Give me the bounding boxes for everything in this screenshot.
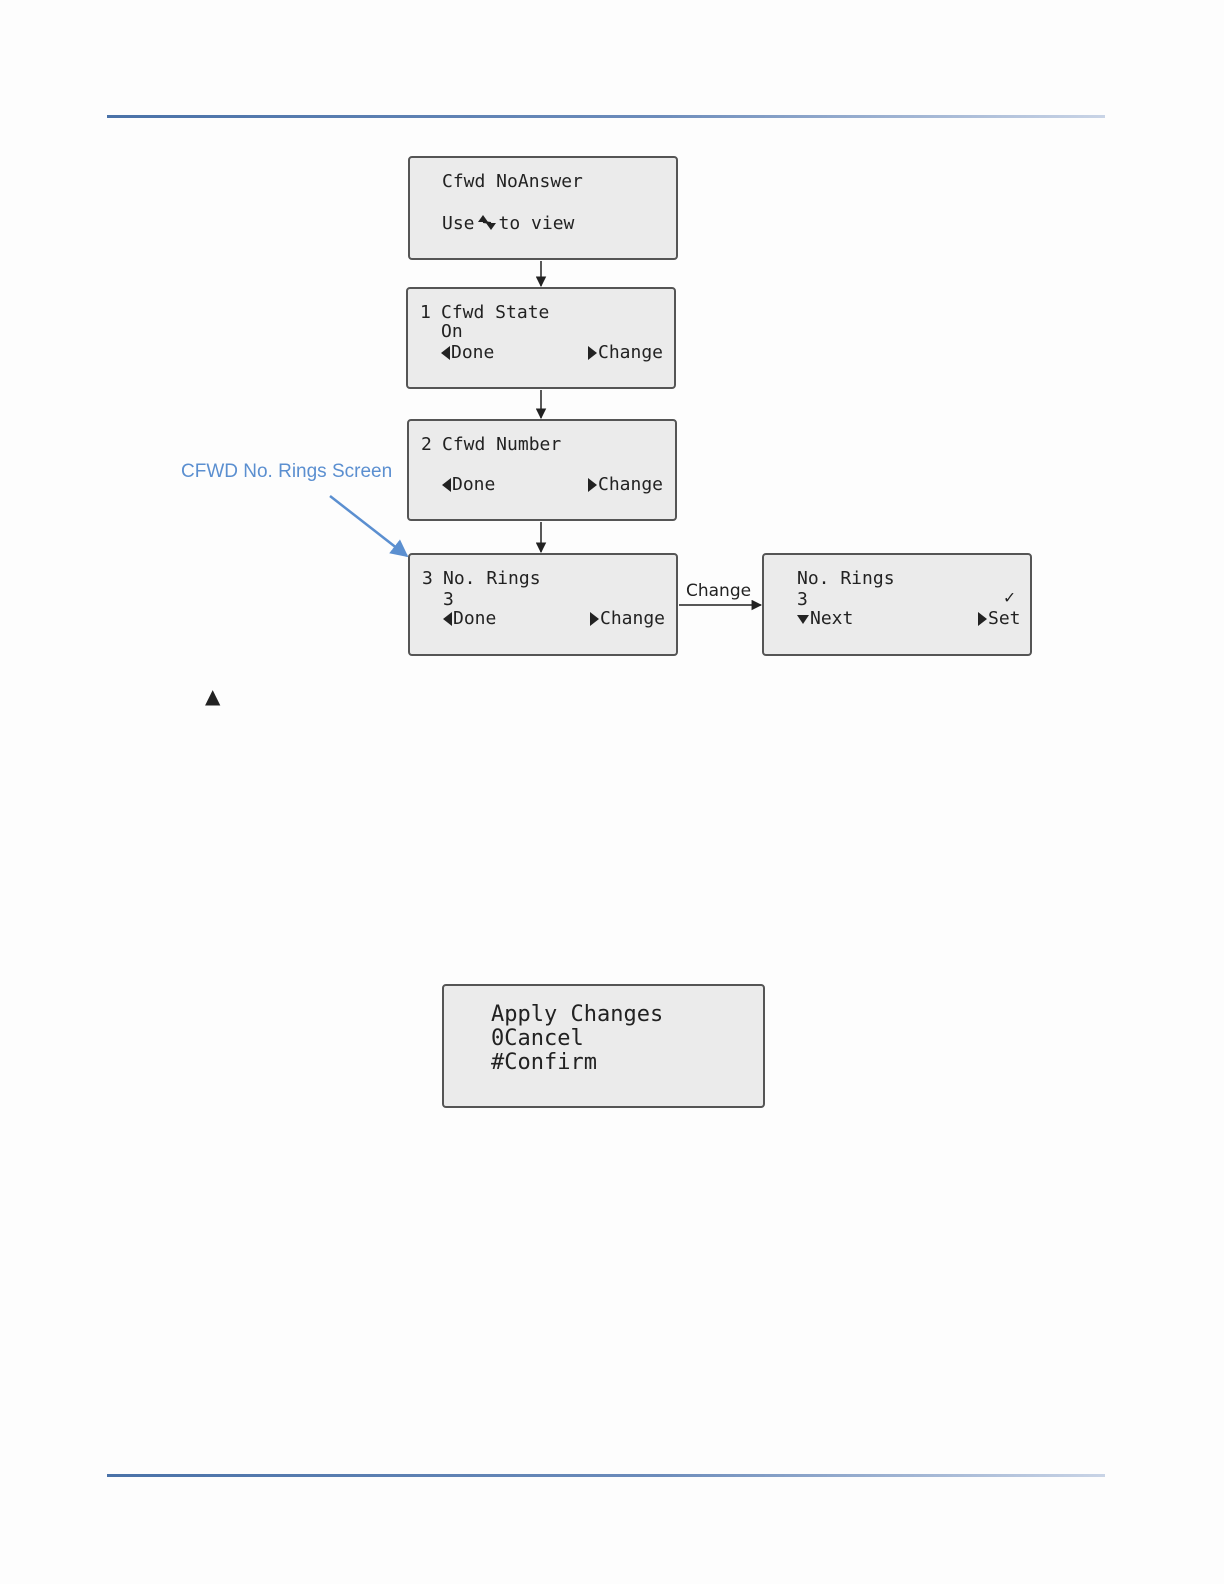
callout-arrow [330, 496, 407, 556]
footer-rule [107, 1474, 1105, 1477]
confirm-option[interactable]: #Confirm [491, 1051, 597, 1075]
apply-changes-title: Apply Changes [491, 1003, 663, 1027]
up-arrow-marker: ▲ [205, 686, 220, 706]
cancel-option[interactable]: 0Cancel [491, 1027, 584, 1051]
screen-apply-changes: Apply Changes 0Cancel #Confirm [442, 984, 765, 1108]
